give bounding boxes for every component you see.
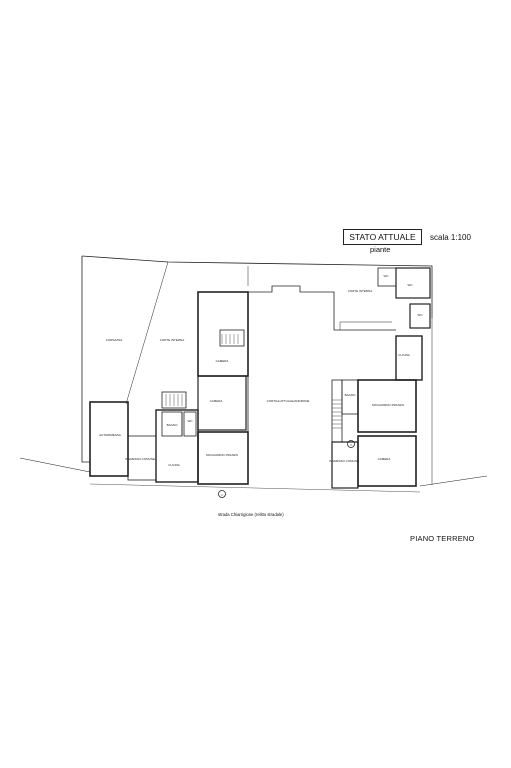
room-label: WC xyxy=(418,313,424,317)
room-label: BAGNO xyxy=(345,393,357,397)
room-label: CORTILE ATTUALE/ANDRONE xyxy=(267,399,310,403)
room-label: INGRESSO COMUNE xyxy=(125,457,155,461)
room-label: BAGNO xyxy=(167,423,179,427)
scale-label: scala 1:100 xyxy=(430,233,471,242)
room-label: WC xyxy=(408,283,414,287)
drawing-title: STATO ATTUALE xyxy=(343,229,422,245)
room-label: CUCINA xyxy=(398,353,410,357)
room-label: CUCINA xyxy=(168,463,180,467)
marker-number: 1 xyxy=(221,493,223,497)
plan-outline xyxy=(19,255,488,498)
room-label: CAMERA xyxy=(216,359,229,363)
room-label: SOGGIORNO PRANZO xyxy=(206,453,239,457)
room-label: CORSA/INA xyxy=(106,338,123,342)
room-label: SOGGIORNO PRANZO xyxy=(372,403,405,407)
marker-number: 1 xyxy=(350,443,352,447)
room-label: CAMERA xyxy=(378,457,391,461)
room-label: CORTE INTERNA xyxy=(160,338,184,342)
room-label: AUTORIMESSA xyxy=(99,433,121,437)
room-label: CAMERA xyxy=(210,399,223,403)
section-marker-right xyxy=(347,440,355,448)
section-marker-left xyxy=(218,490,226,498)
room-label: INGRESSO COMUNE xyxy=(329,459,359,463)
room-label: WC xyxy=(384,274,390,278)
room-label: WC xyxy=(188,419,194,423)
floor-label: PIANO TERRENO xyxy=(410,534,475,543)
room-labels: CORSA/INA CORTE INTERNA CAMERA CAMERA CO… xyxy=(99,274,423,497)
drawing-subtitle: piante xyxy=(370,245,391,254)
room-label: CORTE INTERNA xyxy=(348,289,372,293)
street-label: strada Chiarrigione (relitto stradale) xyxy=(218,512,284,517)
